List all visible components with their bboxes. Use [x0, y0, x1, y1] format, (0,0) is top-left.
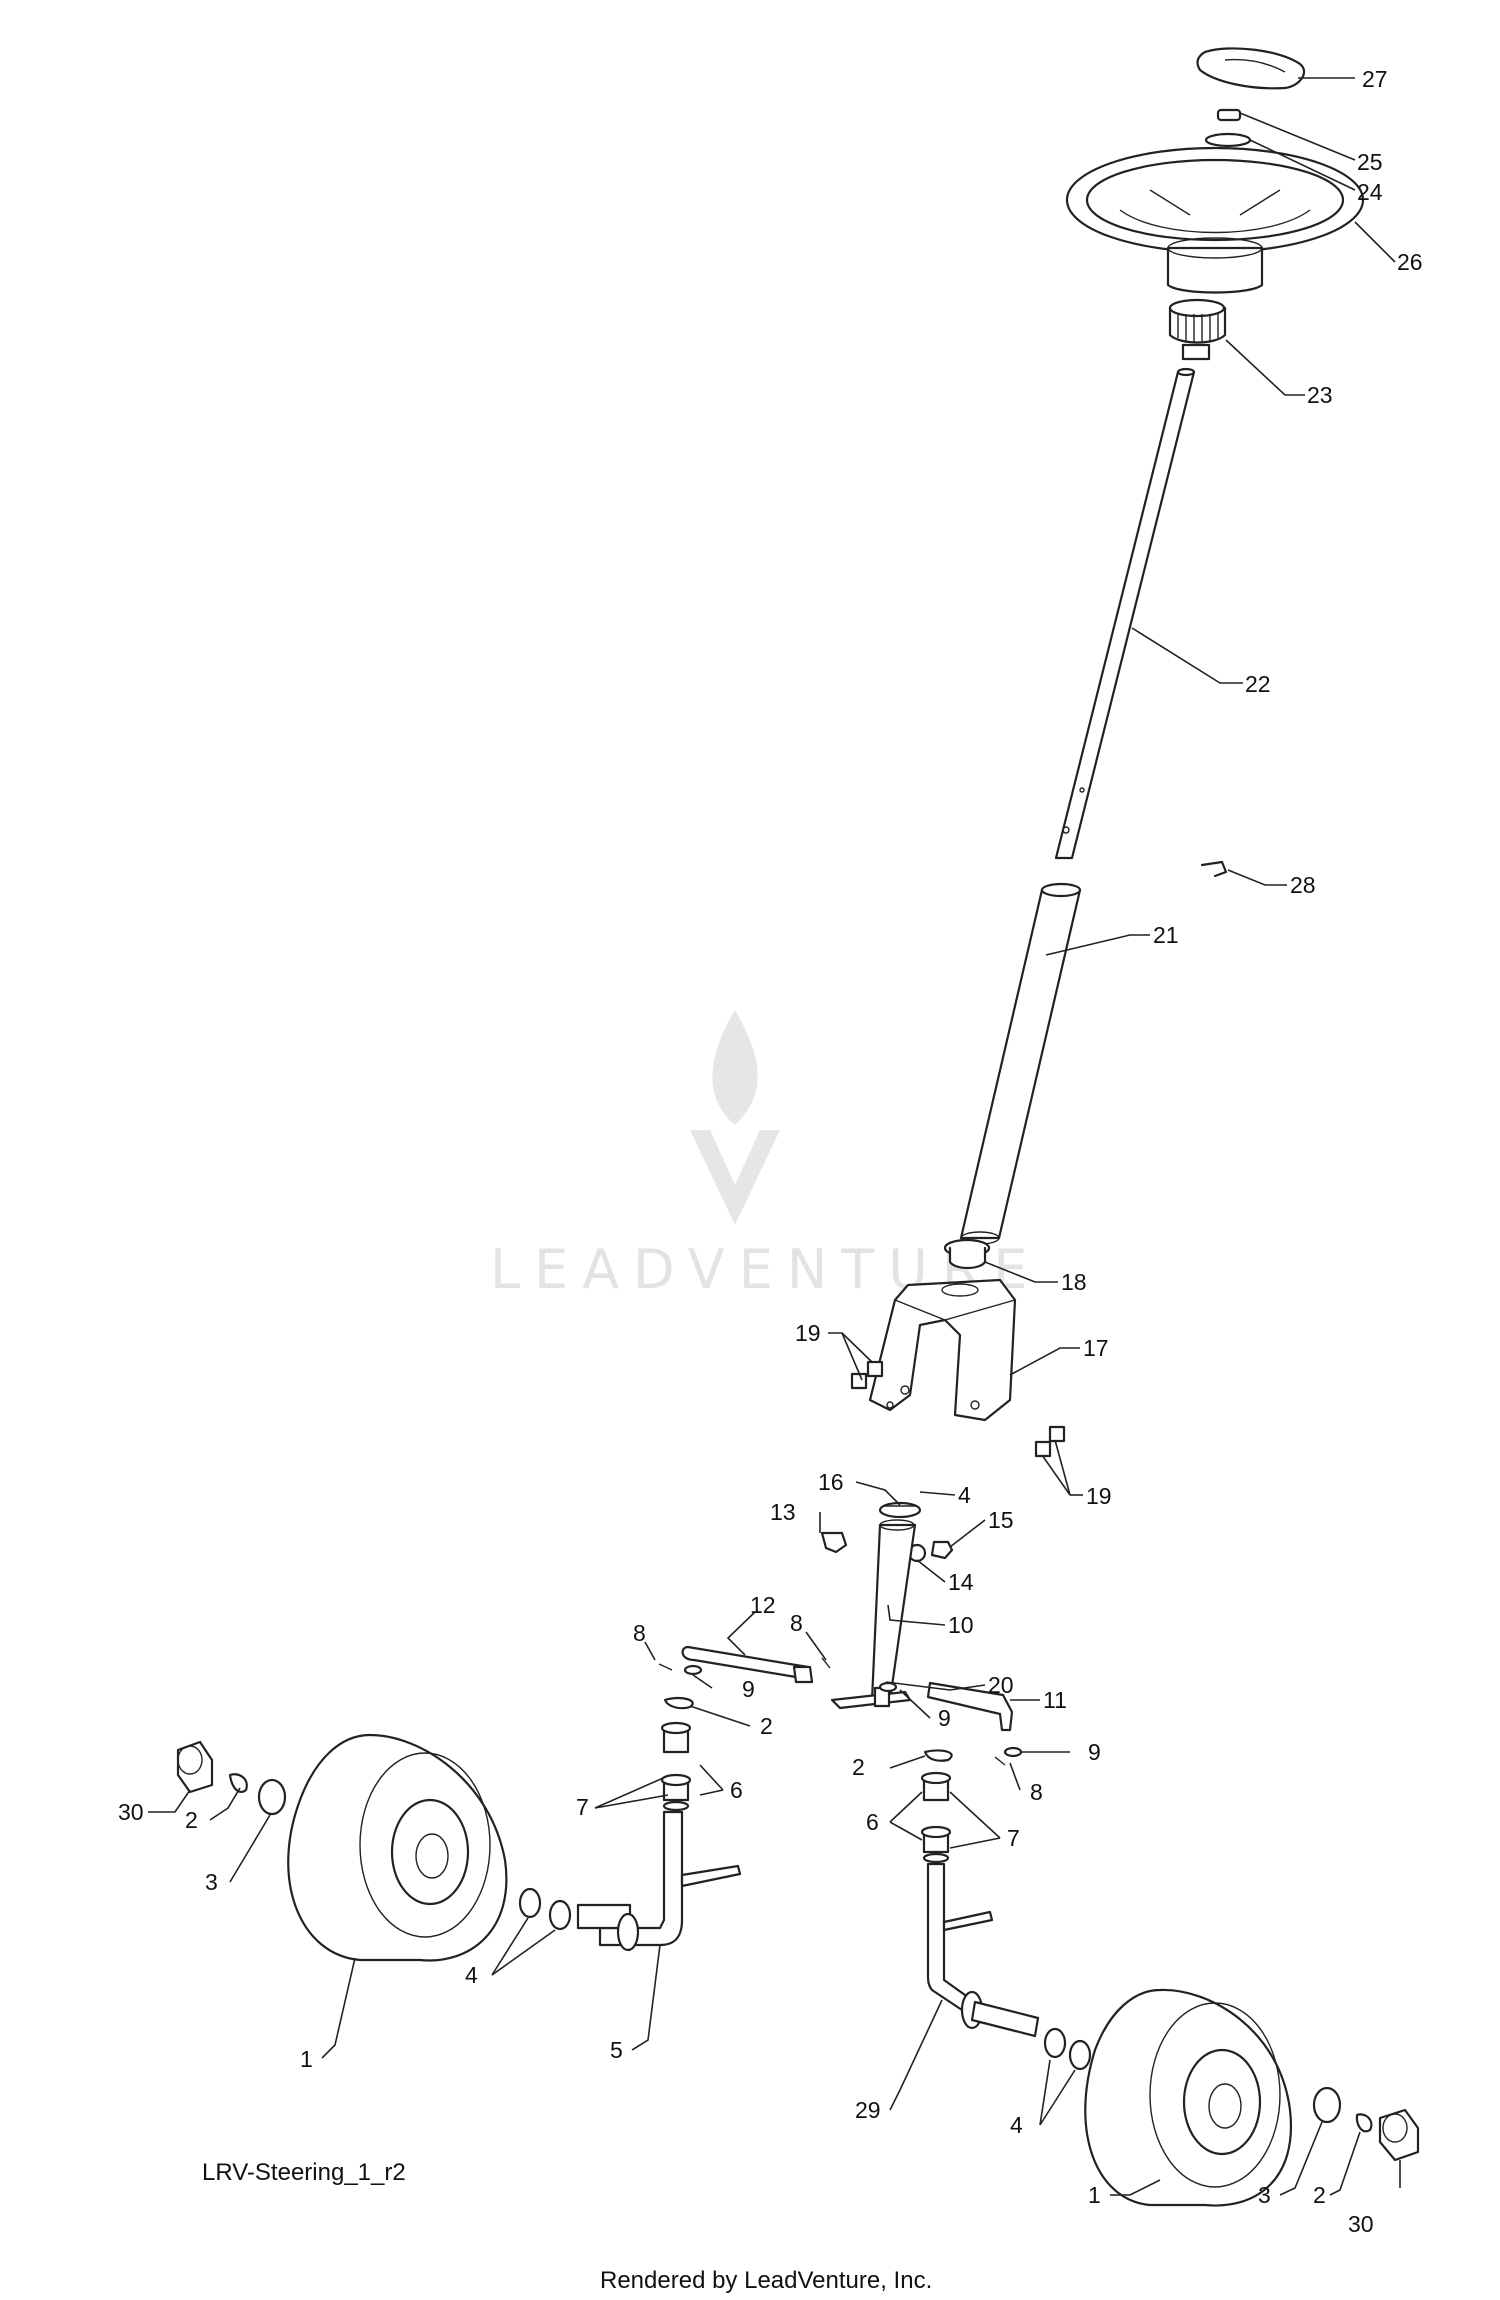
- callout-18: 18: [1061, 1269, 1087, 1295]
- callout-1-right: 1: [1088, 2182, 1101, 2208]
- callout-4-right: 4: [1010, 2112, 1023, 2138]
- part-27-steering-cap: [1196, 47, 1306, 90]
- callout-7-right: 7: [1007, 1825, 1020, 1851]
- part-16-gear: [878, 1501, 922, 1519]
- callout-15: 15: [988, 1507, 1014, 1533]
- callout-7-left: 7: [576, 1794, 589, 1820]
- part-13-pin: [820, 1531, 848, 1554]
- part-21-column-tube: [959, 882, 1082, 1245]
- callouts: 27 25 24 26 23 22 28 21 18 17 19 19 16 4…: [118, 66, 1423, 2237]
- callout-30-left: 30: [118, 1799, 144, 1825]
- part-15-nut: [930, 1540, 954, 1560]
- part-10-steering-sector: [830, 1519, 917, 1710]
- callout-30-right: 30: [1348, 2211, 1374, 2237]
- part-5-spindle-left: [576, 1810, 742, 1952]
- part-18-bushing: [943, 1238, 991, 1270]
- callout-13: 13: [770, 1499, 796, 1525]
- callout-27: 27: [1362, 66, 1388, 92]
- callout-28: 28: [1290, 872, 1316, 898]
- part-4-washers: [518, 1887, 1092, 2071]
- part-24-washer: [1204, 132, 1252, 148]
- callout-22: 22: [1245, 671, 1271, 697]
- callout-17: 17: [1083, 1335, 1109, 1361]
- callout-9-right: 9: [1088, 1739, 1101, 1765]
- part-23-splined-hub: [1168, 298, 1227, 361]
- part-6-7-bushings-left: [660, 1721, 692, 1812]
- part-17-column-bracket: [868, 1278, 1017, 1422]
- callout-3-right: 3: [1258, 2182, 1271, 2208]
- callout-14: 14: [948, 1569, 974, 1595]
- part-1-wheel-left: [287, 1733, 508, 1962]
- callout-2-left-spindle: 2: [760, 1713, 773, 1739]
- part-11-drag-link: [926, 1681, 1014, 1732]
- callout-11: 11: [1043, 1687, 1067, 1713]
- callout-10: 10: [948, 1612, 974, 1638]
- part-8-cotter-pins: [658, 1657, 1006, 1766]
- callout-16: 16: [818, 1469, 844, 1495]
- callout-4-top: 4: [958, 1482, 971, 1508]
- diagram-caption: LRV-Steering_1_r2: [202, 2159, 406, 2186]
- render-footer: Rendered by LeadVenture, Inc.: [600, 2267, 932, 2294]
- callout-4-left: 4: [465, 1962, 478, 1988]
- callout-8-right: 8: [1030, 1779, 1043, 1805]
- callout-29: 29: [855, 2097, 881, 2123]
- part-22-steering-shaft: [1054, 367, 1196, 860]
- callout-2-right-spindle: 2: [852, 1754, 865, 1780]
- parts: [176, 47, 1420, 2207]
- callout-9-mid: 9: [938, 1705, 951, 1731]
- part-20-spring: [885, 1681, 951, 1691]
- callout-21: 21: [1153, 922, 1179, 948]
- callout-3-left: 3: [205, 1869, 218, 1895]
- leader-lines: [148, 77, 1401, 2196]
- part-30-hubcaps: [176, 1740, 1420, 2162]
- watermark-logo-icon: [690, 1010, 780, 1225]
- callout-24: 24: [1357, 179, 1383, 205]
- callout-26: 26: [1397, 249, 1423, 275]
- part-3-washers: [257, 1778, 1342, 2124]
- part-9-washers: [683, 1664, 1023, 1758]
- part-19-bolts: [850, 1360, 1066, 1458]
- callout-5: 5: [610, 2037, 623, 2063]
- part-28-clip: [1200, 860, 1228, 878]
- part-25-nut: [1216, 108, 1242, 122]
- part-1-wheel-right: [1084, 1988, 1293, 2207]
- part-12-drag-link: [681, 1645, 814, 1684]
- part-29-spindle-right: [926, 1862, 1040, 2038]
- callout-8-mid: 8: [790, 1610, 803, 1636]
- callout-19-left: 19: [795, 1320, 821, 1346]
- callout-8-left: 8: [633, 1620, 646, 1646]
- callout-25: 25: [1357, 149, 1383, 175]
- callout-20: 20: [988, 1672, 1014, 1698]
- part-26-steering-wheel: [1065, 146, 1365, 294]
- callout-6-right: 6: [866, 1809, 879, 1835]
- callout-6-left: 6: [730, 1777, 743, 1803]
- callout-12: 12: [750, 1592, 776, 1618]
- callout-2-right-wheel: 2: [1313, 2182, 1326, 2208]
- callout-2-left-wheel: 2: [185, 1807, 198, 1833]
- part-6-7-bushings-right: [920, 1771, 952, 1864]
- callout-9-left: 9: [742, 1676, 755, 1702]
- callout-1-left: 1: [300, 2046, 313, 2072]
- callout-23: 23: [1307, 382, 1333, 408]
- callout-19-right: 19: [1086, 1483, 1112, 1509]
- part-2-rings: [228, 1696, 1373, 2133]
